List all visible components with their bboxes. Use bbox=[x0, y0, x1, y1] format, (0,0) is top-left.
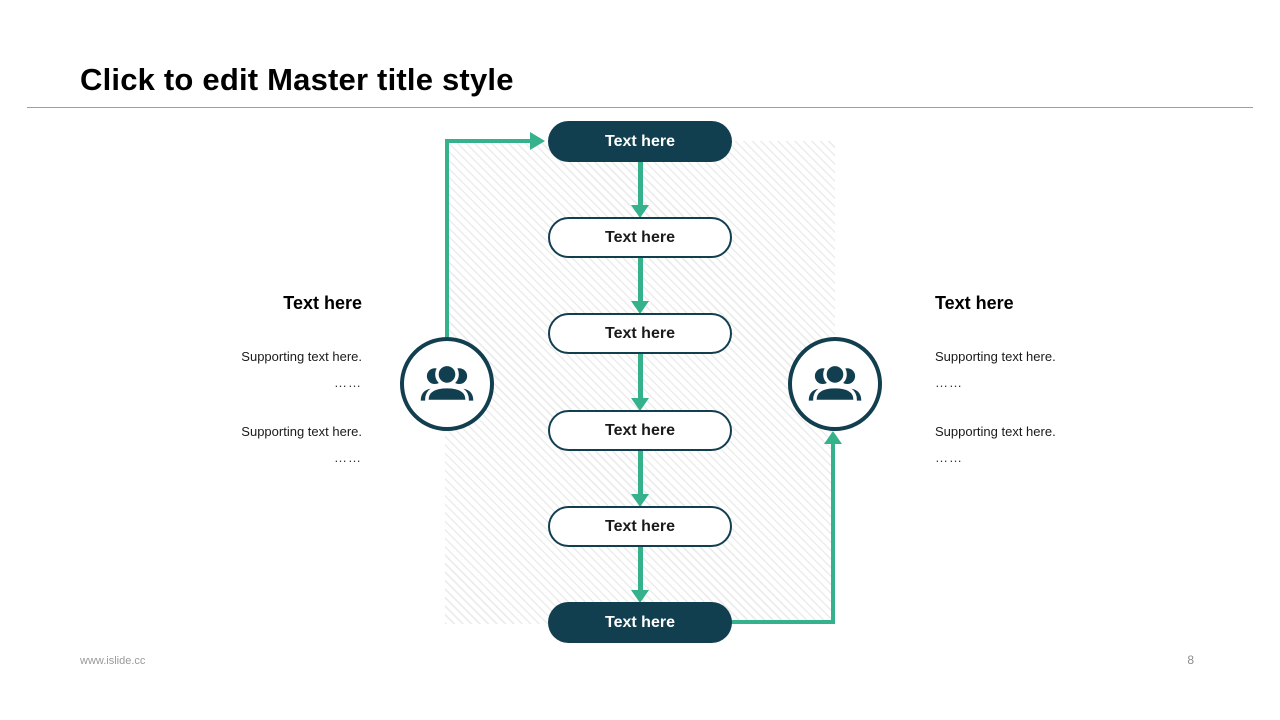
footer-website-link[interactable]: www.islide.cc bbox=[80, 655, 146, 667]
arrowhead-down-icon bbox=[631, 590, 649, 603]
connector-down-2 bbox=[638, 258, 643, 301]
right-supporting-text-2: Supporting text here. bbox=[935, 424, 1056, 439]
arrowhead-right-icon bbox=[530, 132, 545, 150]
flow-node-label: Text here bbox=[605, 228, 675, 246]
connector-right-vertical bbox=[831, 444, 835, 624]
arrowhead-down-icon bbox=[631, 301, 649, 314]
arrowhead-up-icon bbox=[824, 431, 842, 444]
flow-node-label: Text here bbox=[605, 517, 675, 535]
left-text-panel[interactable]: Text here Supporting text here. …… Suppo… bbox=[180, 293, 362, 499]
right-text-panel[interactable]: Text here Supporting text here. …… Suppo… bbox=[935, 293, 1117, 499]
left-supporting-text-1: Supporting text here. bbox=[241, 349, 362, 364]
right-actor-circle[interactable] bbox=[788, 337, 882, 431]
flow-node-5[interactable]: Text here bbox=[548, 506, 732, 547]
flow-node-3[interactable]: Text here bbox=[548, 313, 732, 354]
left-ellipsis-2: …… bbox=[334, 450, 362, 465]
right-ellipsis-1: …… bbox=[935, 375, 963, 390]
title-divider bbox=[27, 107, 1253, 108]
page-number: 8 bbox=[1187, 653, 1194, 667]
right-ellipsis-2: …… bbox=[935, 450, 963, 465]
left-ellipsis-1: …… bbox=[334, 375, 362, 390]
left-panel-heading: Text here bbox=[283, 293, 362, 313]
connector-left-horizontal bbox=[445, 139, 530, 143]
connector-down-5 bbox=[638, 547, 643, 590]
right-supporting-text-1: Supporting text here. bbox=[935, 349, 1056, 364]
connector-down-4 bbox=[638, 451, 643, 494]
connector-right-horizontal bbox=[728, 620, 835, 624]
group-icon bbox=[808, 362, 862, 404]
arrowhead-down-icon bbox=[631, 398, 649, 411]
right-panel-heading: Text here bbox=[935, 293, 1014, 313]
flow-node-6[interactable]: Text here bbox=[548, 602, 732, 643]
connector-down-1 bbox=[638, 162, 643, 205]
flow-node-label: Text here bbox=[605, 421, 675, 439]
arrowhead-down-icon bbox=[631, 205, 649, 218]
flow-node-label: Text here bbox=[605, 613, 675, 631]
connector-down-3 bbox=[638, 354, 643, 398]
left-supporting-text-2: Supporting text here. bbox=[241, 424, 362, 439]
flow-node-1[interactable]: Text here bbox=[548, 121, 732, 162]
group-icon bbox=[420, 362, 474, 404]
arrowhead-down-icon bbox=[631, 494, 649, 507]
flow-node-2[interactable]: Text here bbox=[548, 217, 732, 258]
flow-node-label: Text here bbox=[605, 324, 675, 342]
connector-left-vertical bbox=[445, 141, 449, 337]
flow-node-label: Text here bbox=[605, 132, 675, 150]
left-actor-circle[interactable] bbox=[400, 337, 494, 431]
flow-node-4[interactable]: Text here bbox=[548, 410, 732, 451]
slide-title[interactable]: Click to edit Master title style bbox=[80, 62, 514, 97]
